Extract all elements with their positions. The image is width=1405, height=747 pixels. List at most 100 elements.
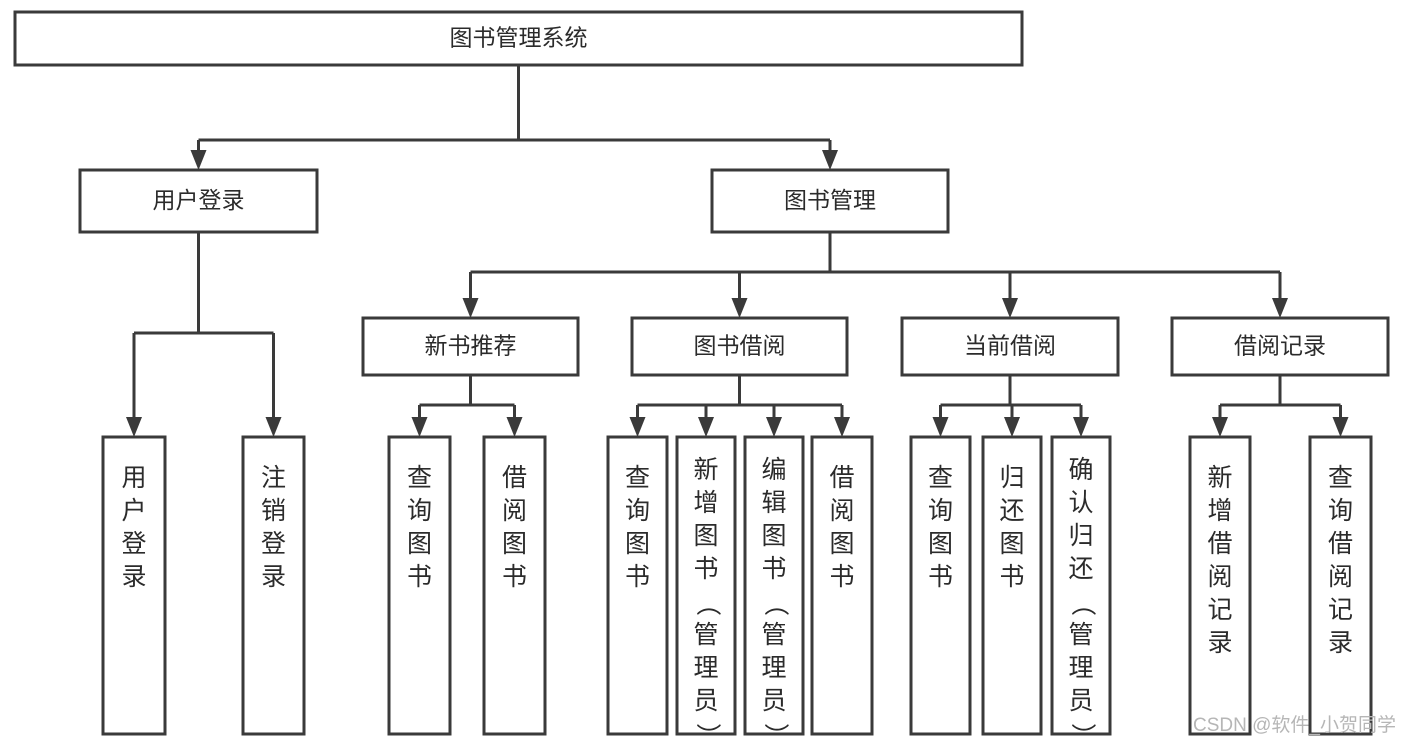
- svg-text:阅: 阅: [502, 497, 527, 525]
- svg-text:记: 记: [1328, 596, 1353, 624]
- svg-text:增: 增: [1207, 497, 1232, 525]
- svg-text:用: 用: [121, 464, 146, 492]
- node-root-图书管理系统[interactable]: 图书管理系统: [13, 10, 1024, 67]
- svg-text:（: （: [1068, 591, 1096, 616]
- svg-text:）: ）: [761, 723, 789, 747]
- node-label-user-login: 用户登录: [153, 187, 245, 213]
- svg-text:（: （: [761, 591, 789, 616]
- svg-text:阅: 阅: [1328, 563, 1353, 591]
- svg-text:管: 管: [1068, 621, 1093, 649]
- svg-text:新: 新: [1207, 464, 1232, 492]
- node-new-book-recommend[interactable]: 新书推荐: [361, 316, 580, 377]
- svg-text:登: 登: [121, 530, 146, 558]
- svg-text:归: 归: [999, 464, 1024, 492]
- nodes-layer: 图书管理系统用户登录图书管理新书推荐图书借阅当前借阅借阅记录用户登录注销登录查询…: [13, 10, 1390, 747]
- node-borrow-record[interactable]: 借阅记录: [1170, 316, 1390, 377]
- svg-text:查: 查: [625, 464, 650, 492]
- node-label-book-borrow: 图书借阅: [694, 333, 786, 359]
- svg-text:图: 图: [829, 530, 854, 558]
- svg-text:书: 书: [625, 563, 650, 591]
- svg-text:图: 图: [625, 530, 650, 558]
- svg-text:录: 录: [261, 563, 286, 591]
- node-label-borrow-record: 借阅记录: [1234, 333, 1326, 359]
- svg-text:录: 录: [1207, 629, 1232, 657]
- svg-text:询: 询: [407, 497, 432, 525]
- svg-text:书: 书: [829, 563, 854, 591]
- svg-text:员: 员: [761, 687, 786, 715]
- svg-text:查: 查: [928, 464, 953, 492]
- svg-text:查: 查: [407, 464, 432, 492]
- svg-text:）: ）: [693, 723, 721, 747]
- node-leaf-user-login[interactable]: 用户登录: [101, 435, 167, 736]
- svg-text:图: 图: [928, 530, 953, 558]
- svg-text:图: 图: [502, 530, 527, 558]
- svg-text:）: ）: [1068, 723, 1096, 747]
- svg-text:管: 管: [761, 621, 786, 649]
- svg-text:书: 书: [761, 555, 786, 583]
- csdn-watermark: CSDN @软件_小贺同学: [1193, 714, 1396, 736]
- svg-text:借: 借: [502, 464, 527, 492]
- svg-text:销: 销: [261, 497, 286, 525]
- svg-text:员: 员: [1068, 687, 1093, 715]
- node-user-login[interactable]: 用户登录: [78, 168, 319, 234]
- svg-text:管: 管: [693, 621, 718, 649]
- svg-text:注: 注: [261, 464, 286, 492]
- svg-text:书: 书: [928, 563, 953, 591]
- svg-text:员: 员: [693, 687, 718, 715]
- svg-text:书: 书: [502, 563, 527, 591]
- svg-text:书: 书: [999, 563, 1024, 591]
- svg-text:认: 认: [1068, 489, 1093, 517]
- svg-text:理: 理: [693, 654, 718, 682]
- svg-text:借: 借: [1207, 530, 1232, 558]
- svg-text:书: 书: [407, 563, 432, 591]
- svg-text:理: 理: [761, 654, 786, 682]
- svg-text:图: 图: [999, 530, 1024, 558]
- node-label-root: 图书管理系统: [450, 25, 588, 51]
- svg-text:查: 查: [1328, 464, 1353, 492]
- node-label-current-borrow: 当前借阅: [964, 333, 1056, 359]
- svg-text:书: 书: [693, 555, 718, 583]
- svg-text:户: 户: [121, 497, 146, 525]
- svg-text:新: 新: [693, 456, 718, 484]
- node-current-borrow[interactable]: 当前借阅: [900, 316, 1120, 377]
- node-label-book-management: 图书管理: [784, 187, 876, 213]
- svg-text:录: 录: [121, 563, 146, 591]
- svg-text:询: 询: [928, 497, 953, 525]
- svg-text:图: 图: [693, 522, 718, 550]
- svg-text:登: 登: [261, 530, 286, 558]
- svg-text:阅: 阅: [1207, 563, 1232, 591]
- svg-text:询: 询: [625, 497, 650, 525]
- svg-text:辑: 辑: [761, 489, 786, 517]
- node-book-borrow[interactable]: 图书借阅: [630, 316, 849, 377]
- svg-text:阅: 阅: [829, 497, 854, 525]
- svg-text:还: 还: [999, 497, 1024, 525]
- svg-text:借: 借: [829, 464, 854, 492]
- node-label-new-book-recommend: 新书推荐: [425, 333, 517, 359]
- node-book-management[interactable]: 图书管理: [710, 168, 950, 234]
- svg-text:录: 录: [1328, 629, 1353, 657]
